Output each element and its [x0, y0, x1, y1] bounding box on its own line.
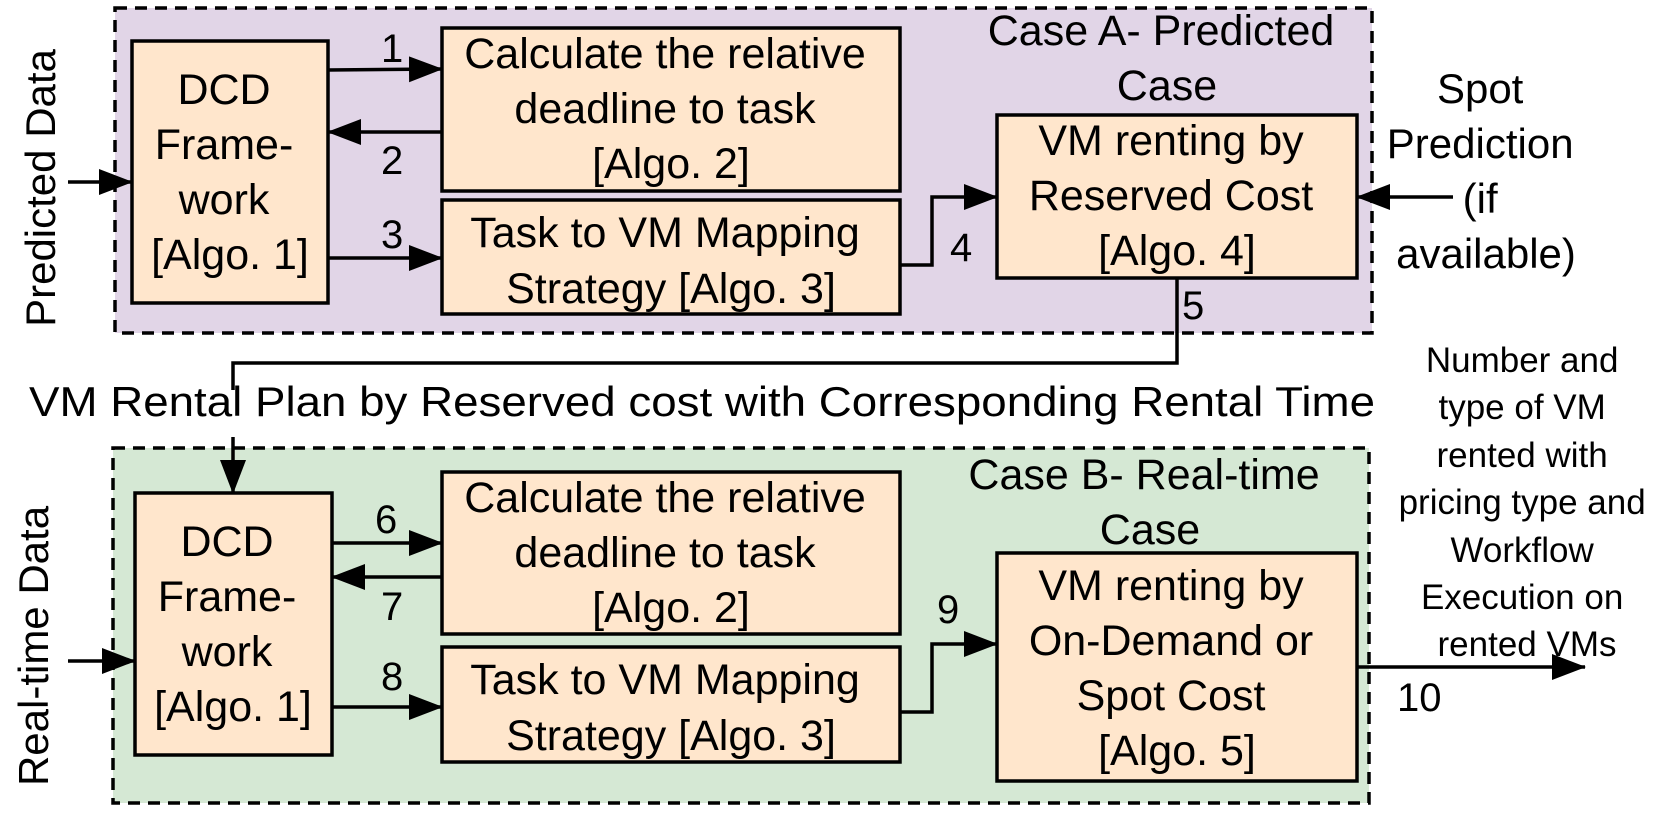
realtime-data-label: Real-time Data [10, 505, 57, 786]
case-b-calc-deadline-box: Calculate the relative deadline to task … [440, 470, 902, 636]
svg-text:Task to VM Mapping Strat: Task to VM Mapping Strategy [Algo. 3] [470, 209, 872, 313]
step-label-4: 4 [950, 226, 972, 270]
case-a-dcd-box: DCD Frame- work [Algo. 1] [130, 39, 330, 305]
arrow-9 [900, 631, 998, 714]
arrow-5-connector [231, 278, 1179, 390]
svg-text:VM renting by On-Demand: VM renting by On-Demand or Spot Cost [Al… [1029, 562, 1325, 775]
step-label-2: 2 [381, 139, 403, 183]
svg-text:VM renting by Reserved C: VM renting by Reserved Cost [Algo. 4] [1029, 117, 1325, 275]
svg-text:Task to VM Mapping Strat: Task to VM Mapping Strategy [Algo. 3] [470, 656, 872, 760]
svg-text:DCD Frame- work: DCD Frame- work [Algo. 1] [151, 66, 309, 279]
step-label-5: 5 [1182, 284, 1204, 328]
case-a-calc-deadline-box: Calculate the relative deadline to task … [440, 26, 902, 193]
output-description: Number and type of VM rented with pricin… [1399, 341, 1656, 664]
step-label-9: 9 [937, 588, 959, 632]
case-b-dcd-box: DCD Frame- work [Algo. 1] [133, 491, 334, 757]
step-label-1: 1 [381, 27, 403, 71]
step-label-7: 7 [381, 585, 403, 629]
rental-plan-label: VM Rental Plan by Reserved cost with Cor… [29, 378, 1375, 425]
step-label-8: 8 [381, 655, 403, 699]
case-a-title: Case A- Predicted Case [988, 7, 1347, 110]
step-label-10: 10 [1397, 676, 1442, 720]
svg-text:Calculate the relative d: Calculate the relative deadline to task … [464, 474, 878, 632]
case-b-title: Case B- Real-time Case [968, 451, 1331, 554]
spot-prediction-label: Spot Prediction (if available) [1387, 65, 1585, 277]
case-b-mapping-box: Task to VM Mapping Strategy [Algo. 3] [440, 645, 902, 764]
case-a-renting-box: VM renting by Reserved Cost [Algo. 4] [995, 113, 1359, 280]
case-b-renting-box: VM renting by On-Demand or Spot Cost [Al… [995, 551, 1359, 783]
case-a-mapping-box: Task to VM Mapping Strategy [Algo. 3] [440, 198, 902, 316]
arrow-4 [900, 184, 998, 267]
predicted-data-label: Predicted Data [17, 48, 64, 326]
svg-text:Calculate the relative d: Calculate the relative deadline to task … [464, 30, 878, 188]
step-label-6: 6 [375, 498, 397, 542]
step-label-3: 3 [381, 213, 403, 257]
arrow-1 [327, 56, 443, 83]
svg-text:DCD Frame- work: DCD Frame- work [Algo. 1] [154, 518, 312, 731]
